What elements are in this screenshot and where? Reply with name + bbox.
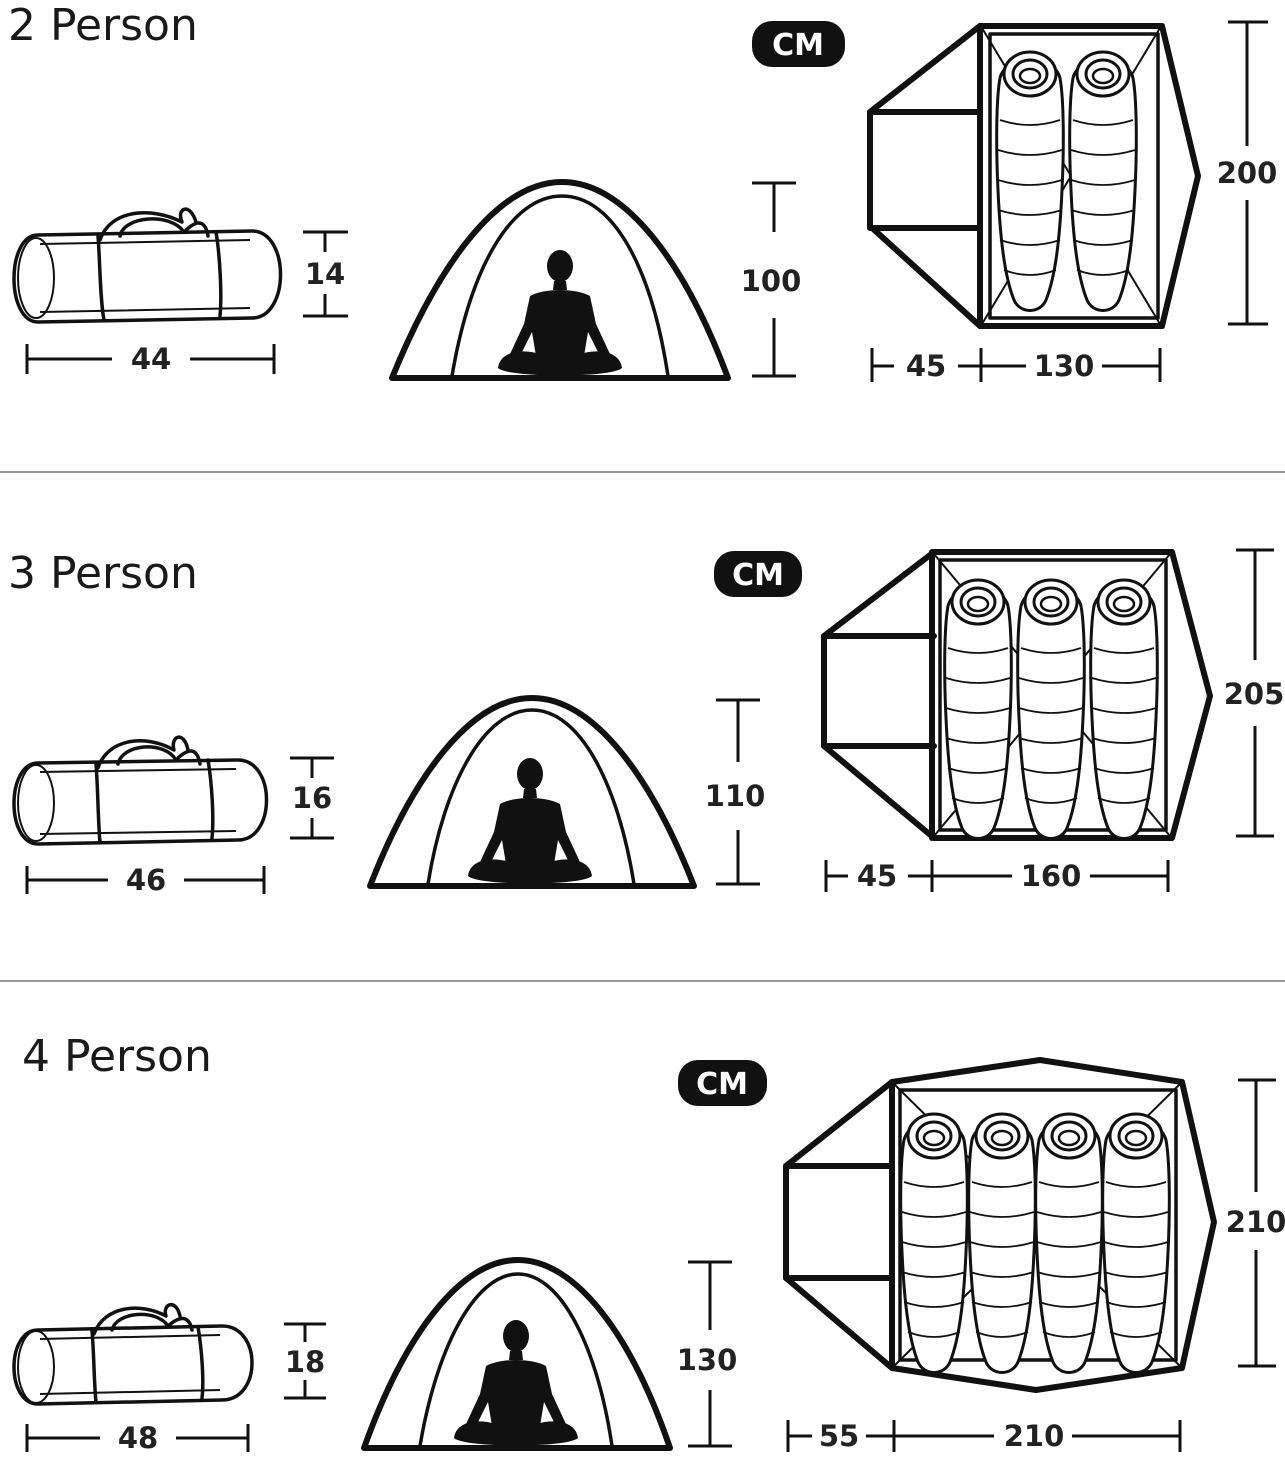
bag-length-dimension: 44 [25, 342, 276, 376]
bag-length-label: 44 [131, 342, 171, 376]
bag-diameter-label: 14 [305, 257, 345, 291]
inner-width-label: 130 [1034, 349, 1095, 383]
unit-badge: CM [752, 21, 845, 67]
tent-front-view-icon [367, 695, 697, 889]
bag-length-dimension: 46 [25, 863, 266, 897]
tent-height-label: 130 [677, 1343, 738, 1377]
tent-height-label: 100 [741, 264, 802, 298]
tent-floor-plan-icon [867, 23, 1201, 329]
bag-diameter-dimension: 16 [290, 756, 334, 840]
section-title: 2 Person [8, 0, 198, 51]
floor-length-dimension: 205 [1224, 548, 1285, 838]
floor-width-dimension: 45 160 [824, 859, 1170, 893]
carry-bag-icon [12, 207, 283, 324]
floor-length-dimension: 210 [1226, 1078, 1285, 1368]
carry-bag-icon [12, 735, 269, 846]
floor-length-label: 210 [1226, 1205, 1285, 1239]
section-4-person: 4 Person 48 18 [12, 1031, 1285, 1455]
unit-badge: CM [714, 551, 802, 597]
floor-length-dimension: 200 [1217, 20, 1278, 326]
unit-badge: CM [678, 1060, 767, 1106]
tent-height-dimension: 100 [741, 181, 802, 378]
tent-floor-plan-icon [783, 1057, 1217, 1393]
tent-height-dimension: 110 [705, 698, 766, 886]
inner-width-label: 210 [1004, 1419, 1065, 1453]
tent-floor-plan-icon [821, 549, 1213, 841]
section-title: 4 Person [22, 1031, 212, 1082]
floor-length-label: 200 [1217, 156, 1278, 190]
vestibule-depth-label: 55 [819, 1419, 859, 1453]
section-3-person: 3 Person 46 16 [8, 548, 1284, 897]
bag-diameter-dimension: 18 [284, 1322, 326, 1400]
bag-diameter-dimension: 14 [303, 230, 348, 318]
tent-front-view-icon [361, 1257, 673, 1451]
section-2-person: 2 Person 44 14 [8, 0, 1277, 383]
floor-length-label: 205 [1224, 677, 1285, 711]
inner-width-label: 160 [1021, 859, 1082, 893]
bag-length-label: 48 [118, 1421, 158, 1455]
floor-width-dimension: 55 210 [786, 1419, 1182, 1453]
bag-diameter-label: 16 [292, 781, 332, 815]
svg-text:CM: CM [696, 1067, 748, 1102]
carry-bag-icon [12, 1303, 254, 1406]
bag-length-dimension: 48 [25, 1421, 250, 1455]
svg-text:CM: CM [772, 28, 824, 63]
tent-front-view-icon [389, 179, 731, 381]
floor-width-dimension: 45 130 [870, 348, 1162, 383]
tent-height-label: 110 [705, 779, 766, 813]
svg-text:CM: CM [732, 558, 784, 593]
tent-height-dimension: 130 [677, 1260, 738, 1448]
bag-diameter-label: 18 [285, 1345, 325, 1379]
vestibule-depth-label: 45 [906, 349, 946, 383]
bag-length-label: 46 [126, 863, 166, 897]
section-title: 3 Person [8, 548, 198, 599]
vestibule-depth-label: 45 [857, 859, 897, 893]
